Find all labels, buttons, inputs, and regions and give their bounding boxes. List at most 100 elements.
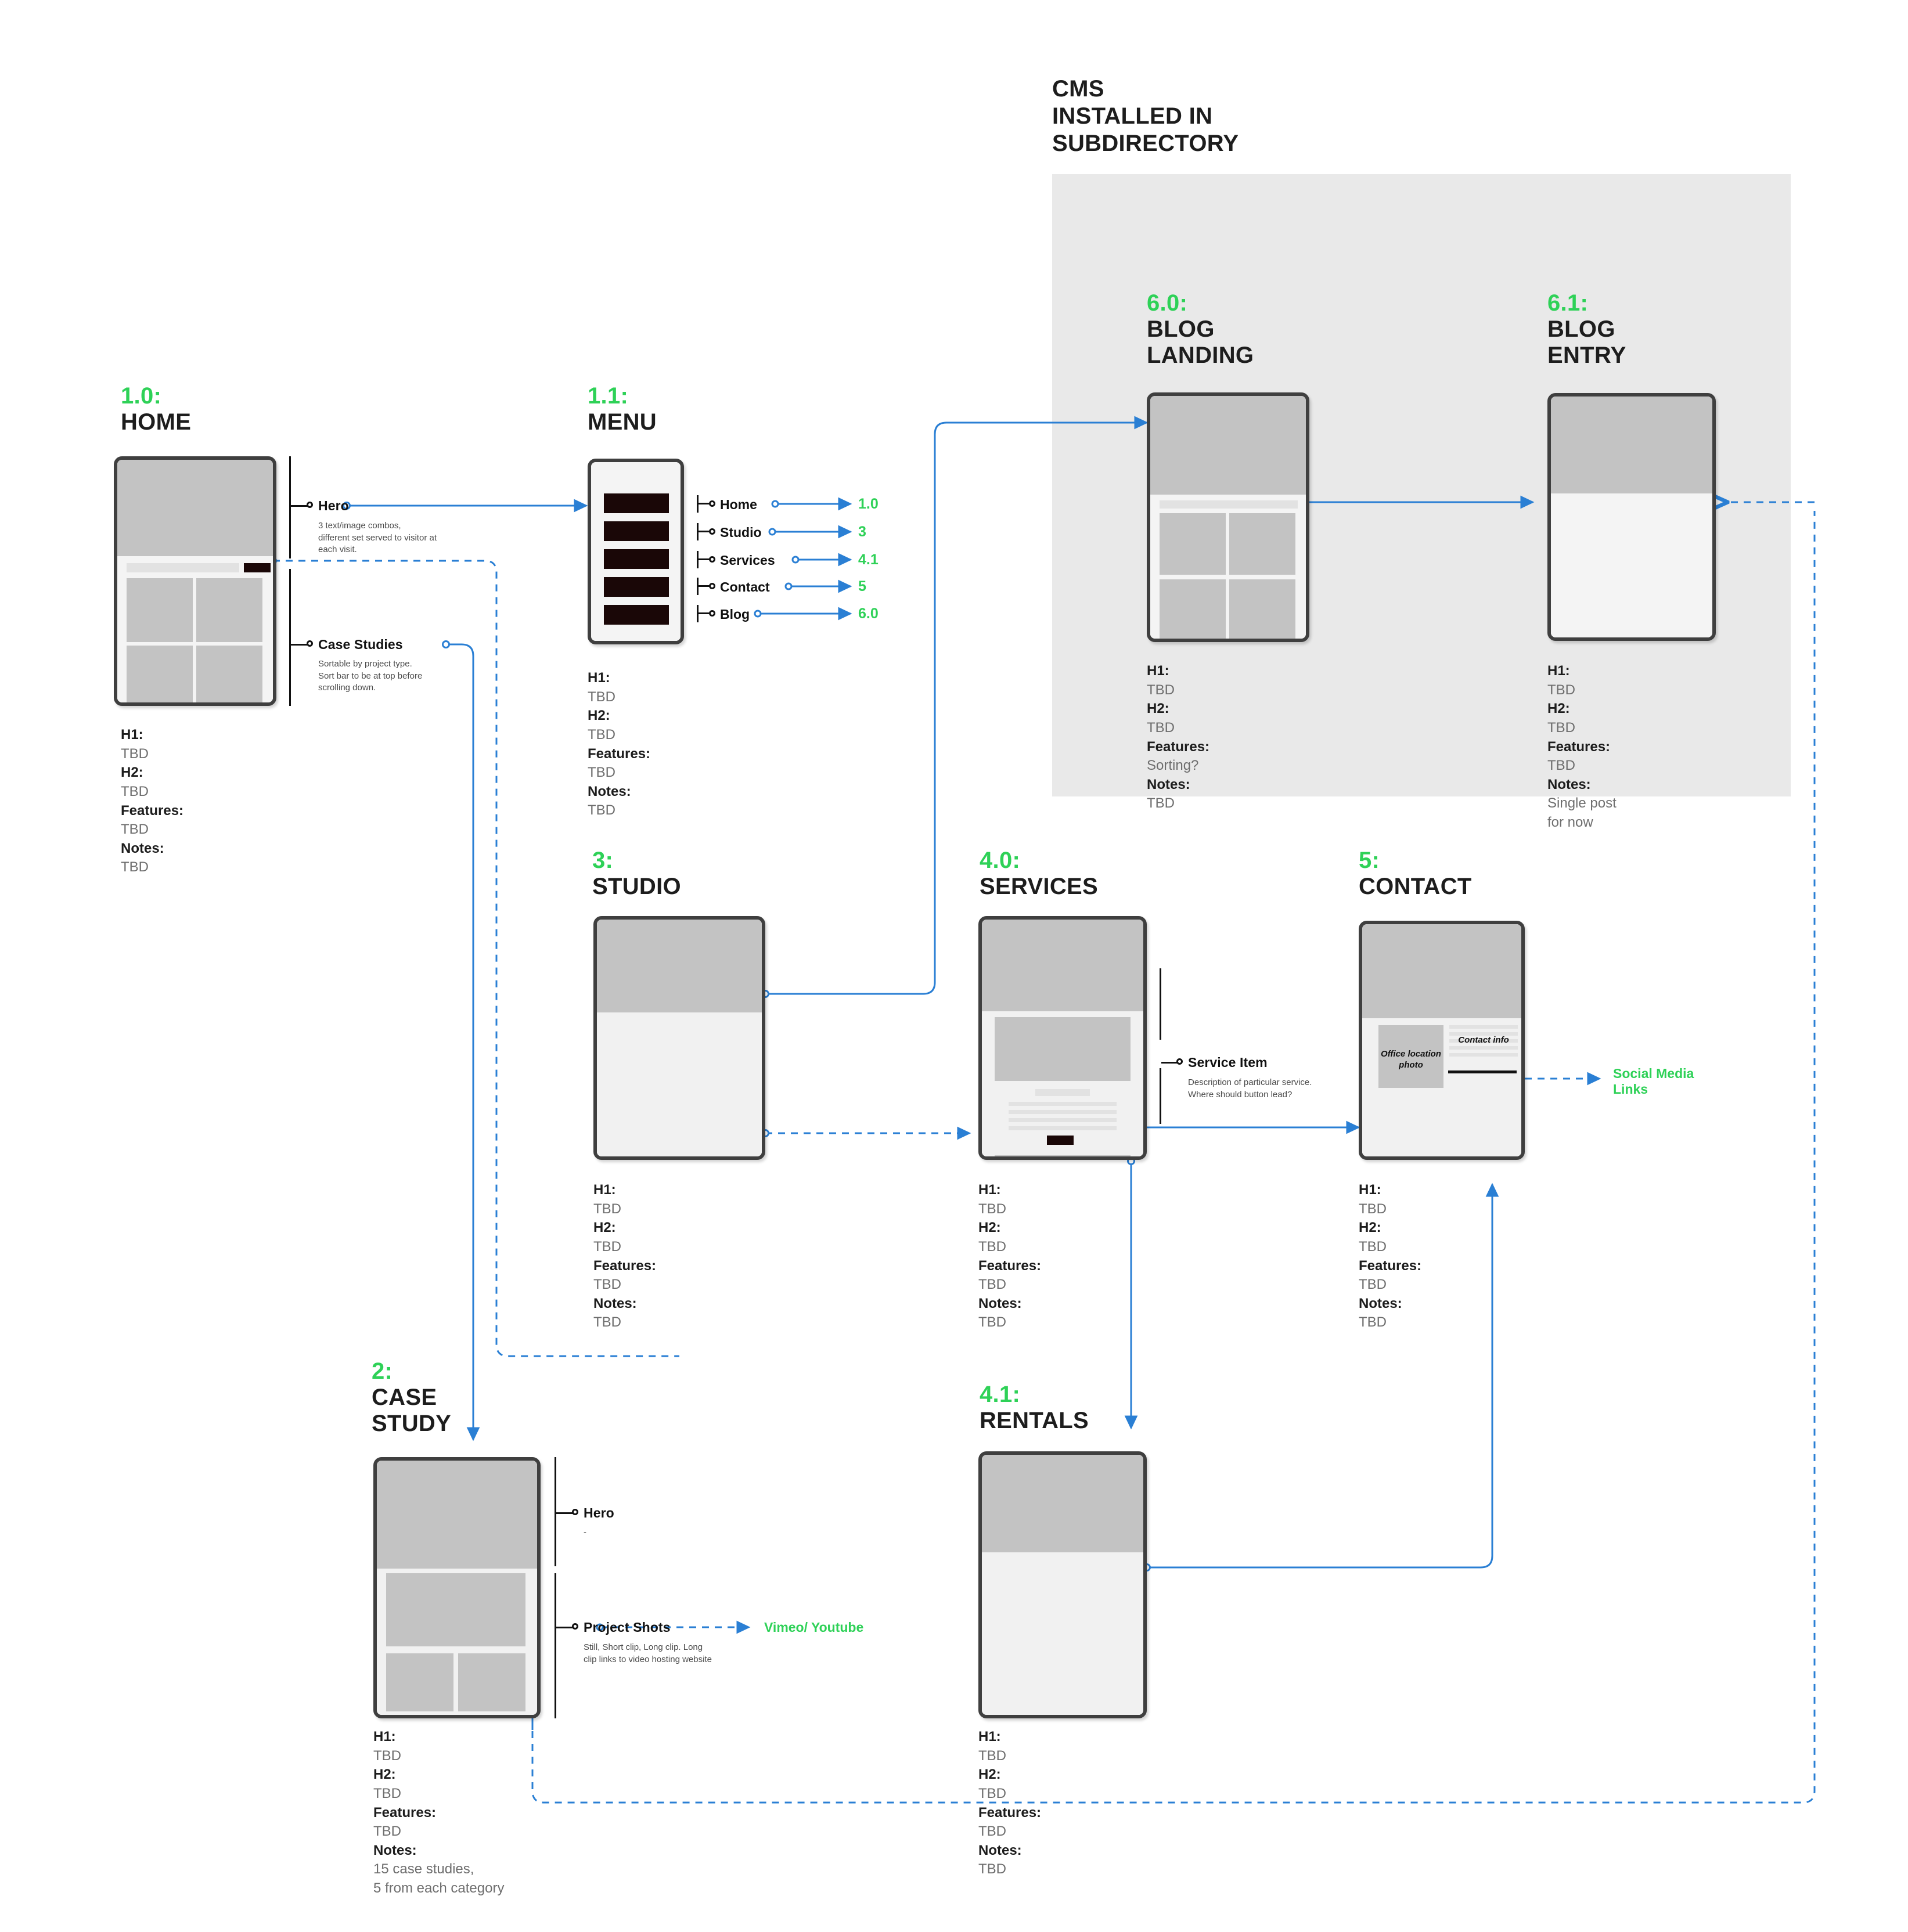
wireframe-menu[interactable] (588, 459, 684, 644)
node-name-studio: STUDIO (592, 873, 681, 899)
menu-target-services: 4.1 (858, 552, 879, 568)
meta-value-features: TBD (593, 1277, 621, 1293)
node-number-contact: 5: (1359, 848, 1380, 873)
menu-rule-contact (697, 578, 699, 595)
node-number-home: 1.0: (121, 383, 162, 409)
wireframe-case-study[interactable] (373, 1457, 541, 1718)
callout-stem-home-case-studies (291, 644, 308, 646)
callout-rule-service-item-lower (1160, 1068, 1161, 1124)
meta-value-h2: TBD (978, 1785, 1006, 1801)
meta-value-h1: TBD (593, 1201, 621, 1217)
node-title-studio: 3: STUDIO (592, 848, 836, 900)
menu-rule-blog (697, 605, 699, 622)
meta-blog-landing: H1: TBD H2: TBD Features: Sorting? Notes… (1147, 662, 1338, 813)
meta-studio: H1: TBD H2: TBD Features: TBD Notes: TBD (593, 1181, 785, 1332)
menu-stem-services (699, 558, 710, 560)
cms-subdirectory-title: CMS INSTALLED IN SUBDIRECTORY (1052, 76, 1239, 157)
contact-office-photo (1378, 1025, 1443, 1088)
node-number-blog-entry: 6.1: (1547, 290, 1589, 316)
menu-item-services[interactable]: Services (720, 553, 775, 568)
menu-dot-services (709, 556, 715, 563)
wireframe-studio[interactable] (593, 916, 765, 1160)
meta-value-h2: TBD (593, 1238, 621, 1255)
menu-stem-contact (699, 585, 710, 587)
wireframe-blog-landing[interactable] (1147, 392, 1309, 642)
meta-value-notes: Single post for now (1547, 795, 1617, 830)
node-number-case-study: 2: (372, 1358, 393, 1384)
meta-value-features: TBD (978, 1823, 1006, 1840)
meta-value-h1: TBD (978, 1747, 1006, 1764)
menu-rule-studio (697, 523, 699, 540)
meta-value-h1: TBD (121, 745, 149, 762)
meta-value-h1: TBD (978, 1201, 1006, 1217)
node-title-blog-entry: 6.1: BLOG ENTRY (1547, 290, 1791, 368)
menu-dot-home (709, 500, 715, 507)
meta-label-notes: Notes: (1547, 776, 1591, 792)
menu-stem-studio (699, 531, 710, 532)
meta-value-h2: TBD (588, 726, 615, 742)
callout-desc-home-case-studies: Sortable by project type. Sort bar to be… (318, 659, 423, 693)
node-name-menu: MENU (588, 409, 657, 435)
meta-value-notes: TBD (978, 1861, 1006, 1877)
meta-label-h2: H2: (1359, 1220, 1381, 1236)
wireframe-rentals[interactable] (978, 1451, 1147, 1718)
node-number-services: 4.0: (980, 848, 1021, 873)
meta-value-features: TBD (1547, 758, 1575, 774)
meta-value-notes: TBD (593, 1314, 621, 1331)
meta-label-h2: H2: (588, 708, 610, 724)
node-name-case-study: CASE STUDY (372, 1384, 452, 1436)
external-link-social-media[interactable]: Social Media Links (1613, 1066, 1694, 1097)
callout-dot-case-hero (572, 1509, 578, 1515)
node-name-contact: CONTACT (1359, 873, 1472, 899)
wireframe-services[interactable] (978, 916, 1147, 1160)
meta-value-h1: TBD (1359, 1201, 1387, 1217)
meta-value-notes: TBD (1359, 1314, 1387, 1331)
meta-label-features: Features: (373, 1804, 437, 1821)
meta-label-notes: Notes: (593, 1295, 637, 1311)
meta-label-features: Features: (1147, 738, 1210, 755)
menu-item-studio[interactable]: Studio (720, 525, 762, 540)
meta-value-notes: TBD (1147, 795, 1175, 812)
node-title-home: 1.0: HOME (121, 383, 365, 435)
node-name-blog-entry: BLOG ENTRY (1547, 316, 1626, 368)
contact-office-photo-caption: Office location photo (1381, 1049, 1441, 1070)
meta-label-features: Features: (1359, 1257, 1422, 1274)
meta-value-h2: TBD (121, 783, 149, 799)
menu-dot-studio (709, 528, 715, 535)
services-cta-button (1047, 1136, 1074, 1145)
meta-label-notes: Notes: (978, 1842, 1022, 1858)
callout-dot-home-hero (307, 502, 313, 508)
menu-target-blog: 6.0 (858, 605, 879, 622)
wireframe-contact[interactable]: Office location photo Contact info (1359, 921, 1525, 1160)
node-number-menu: 1.1: (588, 383, 629, 409)
menu-item-contact[interactable]: Contact (720, 579, 770, 594)
callout-rule-case-hero (555, 1457, 556, 1566)
meta-value-h2: TBD (1359, 1238, 1387, 1255)
menu-stem-home (699, 503, 710, 504)
callout-label-project-shots: Project Shots (584, 1620, 671, 1635)
node-name-blog-landing: BLOG LANDING (1147, 316, 1254, 368)
callout-stem-project-shots (556, 1627, 573, 1628)
menu-target-contact: 5 (858, 578, 866, 594)
menu-item-blog[interactable]: Blog (720, 607, 750, 622)
menu-target-home: 1.0 (858, 496, 879, 512)
meta-value-h2: TBD (373, 1785, 401, 1801)
callout-dot-home-case-studies (307, 640, 313, 647)
contact-social-rule (1448, 1070, 1517, 1073)
menu-item-home[interactable]: Home (720, 497, 757, 512)
meta-label-h2: H2: (593, 1220, 616, 1236)
callout-stem-case-hero (556, 1512, 573, 1514)
node-title-menu: 1.1: MENU (588, 383, 831, 435)
meta-value-features: TBD (1359, 1277, 1387, 1293)
wireframe-home[interactable] (114, 456, 276, 706)
menu-stem-blog (699, 612, 710, 614)
wireframe-blog-entry[interactable] (1547, 393, 1716, 641)
callout-stem-home-hero (291, 505, 308, 507)
menu-rule-services (697, 551, 699, 568)
meta-label-features: Features: (121, 802, 184, 819)
callout-desc-home-hero: 3 text/image combos, different set serve… (318, 521, 437, 555)
meta-value-notes: TBD (121, 859, 149, 875)
meta-label-features: Features: (1547, 738, 1611, 755)
external-link-vimeo-youtube[interactable]: Vimeo/ Youtube (764, 1620, 864, 1635)
menu-target-studio: 3 (858, 524, 866, 540)
